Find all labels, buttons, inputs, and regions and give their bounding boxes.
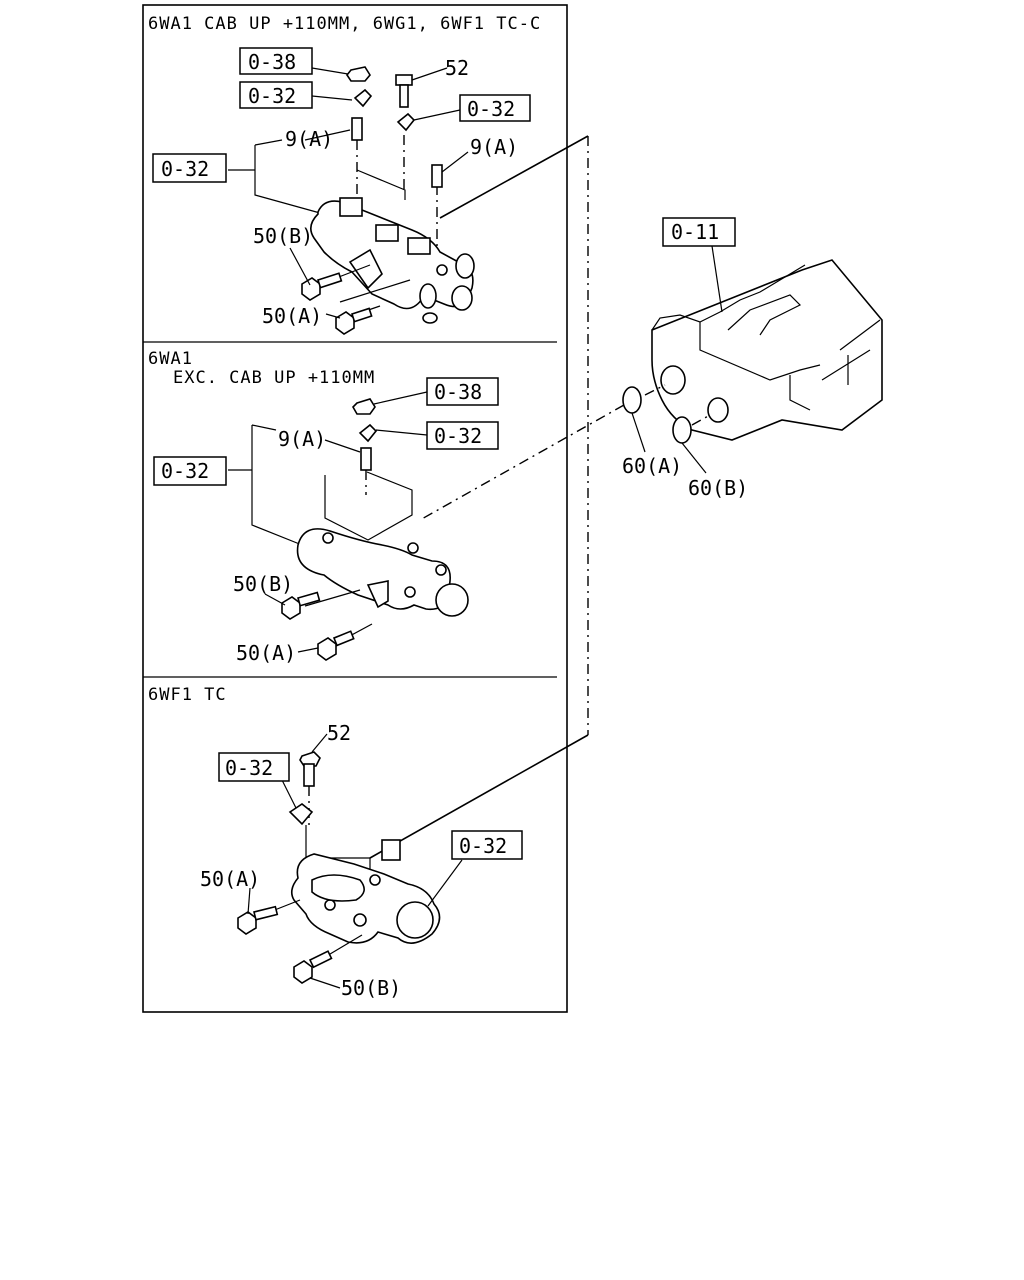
clip-icon [288,803,314,826]
bolt-50a-icon [317,637,337,661]
callout-50b: 50(B) [341,976,401,1000]
ref-box [239,47,313,75]
callout-52: 52 [445,56,469,80]
callout-50b: 50(B) [253,224,313,248]
section-2-assembly [153,377,499,661]
bolt-50b-icon [281,596,301,620]
ref-box [239,81,313,109]
callout-60b: 60(B) [688,476,748,500]
callout-50a: 50(A) [262,304,322,328]
clip-icon [353,88,373,108]
callout-9a: 9(A) [278,427,326,451]
callout-0-32: 0-32 [225,756,273,780]
section-3-assembly [218,733,523,989]
clip-icon [396,112,416,132]
callout-9a: 9(A) [285,127,333,151]
nut-icon [352,398,376,415]
callout-0-11: 0-11 [671,220,719,244]
ref-box [153,456,227,486]
callout-52: 52 [327,721,351,745]
bolt-52-icon [395,74,413,86]
callout-50b: 50(B) [233,572,293,596]
ref-box [451,830,523,860]
bolt-50a-icon [335,311,355,335]
diagram-frame [142,4,568,1013]
cylinder-head-icon [651,259,883,441]
callout-0-32: 0-32 [161,157,209,181]
cylinder-head-assembly [622,217,883,474]
section-3-title: 6WF1 TC [148,685,227,705]
callout-50a: 50(A) [236,641,296,665]
section-1-assembly [152,47,531,335]
section-1-title: 6WA1 CAB UP +110MM, 6WG1, 6WF1 TC-C [148,14,541,34]
ref-box [218,752,290,782]
callout-0-38: 0-38 [434,380,482,404]
clip-icon [358,423,378,443]
callout-0-32: 0-32 [248,84,296,108]
ref-box [426,377,499,406]
water-outlet-pipe-icon [310,200,474,310]
bolt-52-icon [299,751,321,767]
callout-9a: 9(A) [470,135,518,159]
section-2-subtitle: EXC. CAB UP +110MM [173,368,375,388]
section-2-title: 6WA1 [148,349,193,369]
callout-0-32: 0-32 [161,459,209,483]
ref-box [459,94,531,122]
callout-0-38: 0-38 [248,50,296,74]
callout-50a: 50(A) [200,867,260,891]
stud-9a-icon [431,164,443,188]
callout-60a: 60(A) [622,454,682,478]
stud-9a-icon [360,447,372,471]
ref-box [152,153,227,183]
o-ring-60a-icon [622,386,642,414]
callout-0-32: 0-32 [459,834,507,858]
bolt-50b-icon [301,277,321,301]
bolt-50b-icon [293,960,313,984]
callout-0-32: 0-32 [467,97,515,121]
stud-9a-icon [351,117,363,141]
callout-0-32: 0-32 [434,424,482,448]
ref-box [426,421,499,450]
connection-lines [369,135,625,859]
nut-icon [346,66,371,82]
o-ring-60b-icon [672,416,692,444]
bolt-50a-icon [237,911,257,935]
ref-box [662,217,736,247]
